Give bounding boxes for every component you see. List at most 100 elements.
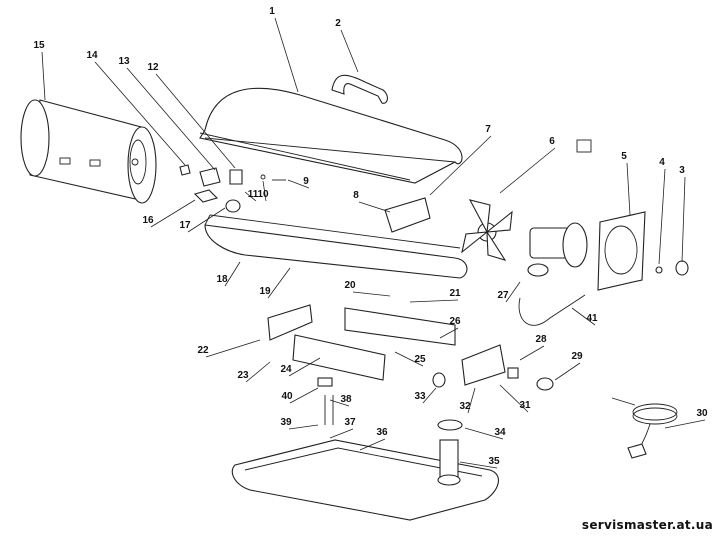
leader-line-11 [244,191,257,202]
part-number-6: 6 [549,136,555,147]
leader-line-6 [499,147,556,194]
leader-line-14 [94,61,186,166]
part-motor [529,139,592,268]
leader-line-5 [626,162,631,216]
part-number-16: 16 [142,215,154,226]
leader-line-3 [681,176,686,263]
part-fuel-cap [437,419,463,486]
part-number-22: 22 [197,345,209,356]
part-number-35: 35 [488,456,500,467]
part-small-fittings [179,164,286,213]
leader-line-4 [658,168,666,265]
part-number-26: 26 [449,316,461,327]
leader-line-10 [262,180,267,202]
part-number-33: 33 [414,391,426,402]
part-number-32: 32 [459,401,471,412]
part-number-38: 38 [340,394,352,405]
leader-line-15 [41,51,46,101]
part-small-knobs [527,260,689,277]
leader-line-34 [464,427,504,440]
leader-line-41 [571,307,596,326]
leader-line-19 [267,267,291,299]
part-filter [317,377,334,425]
part-number-31: 31 [519,400,531,411]
part-side-bracket [267,304,386,381]
part-number-41: 41 [586,313,598,324]
leader-line-33 [422,387,437,404]
part-number-37: 37 [344,417,356,428]
part-number-19: 19 [259,286,271,297]
part-number-30: 30 [696,408,708,419]
leader-line-8 [358,201,391,213]
leader-line-28 [519,345,545,361]
part-number-34: 34 [494,427,506,438]
leader-line-35 [459,461,498,469]
part-number-9: 9 [303,176,309,187]
part-number-11: 11 [248,189,259,200]
part-lower-housing [204,214,468,279]
leader-line-32 [467,387,476,414]
part-bracket-plate [384,197,431,233]
part-number-23: 23 [237,370,249,381]
leader-line-16 [150,199,196,228]
leader-line-1 [274,17,299,93]
part-power-cord [611,397,678,459]
part-number-10: 10 [257,189,269,200]
part-number-25: 25 [414,354,426,365]
part-number-29: 29 [571,351,583,362]
leader-line-13 [126,67,216,171]
leader-line-31 [499,384,529,413]
leader-line-9 [287,179,310,189]
leader-line-30 [664,419,706,429]
part-rear-grill [597,211,646,291]
part-panel [344,307,456,346]
part-number-5: 5 [621,151,627,162]
part-number-15: 15 [33,40,45,51]
part-fuel-tank [231,439,499,521]
leader-line-40 [289,387,319,404]
part-end-bracket [432,344,554,391]
part-number-21: 21 [449,288,461,299]
part-number-18: 18 [216,274,228,285]
leader-line-7 [429,135,492,196]
part-number-28: 28 [535,334,547,345]
part-number-3: 3 [679,165,685,176]
leader-line-18 [224,261,241,287]
part-top-cover [199,87,463,184]
part-outer-cylinder [20,99,157,204]
part-number-40: 40 [281,391,293,402]
watermark: servismaster.at.ua [581,518,713,532]
part-number-13: 13 [118,56,130,67]
part-number-14: 14 [86,50,98,61]
part-number-24: 24 [280,364,292,375]
leader-line-17 [187,207,226,233]
leader-line-20 [352,291,391,297]
leader-line-12 [155,73,236,169]
part-handle [331,74,388,104]
part-number-20: 20 [344,280,356,291]
part-number-39: 39 [280,417,292,428]
leader-line-38 [329,399,350,407]
leader-line-36 [359,438,386,451]
part-fan [461,199,513,261]
part-number-36: 36 [376,427,388,438]
part-tube [518,294,586,326]
leader-line-29 [554,362,581,381]
part-number-7: 7 [485,124,491,135]
part-number-8: 8 [353,190,359,201]
part-number-2: 2 [335,18,341,29]
leader-line-39 [288,424,319,430]
part-number-27: 27 [497,290,509,301]
leader-line-24 [288,357,321,377]
part-number-17: 17 [179,220,191,231]
part-number-12: 12 [147,62,159,73]
leader-line-26 [439,327,459,339]
leader-line-23 [245,361,271,383]
leader-line-21 [409,299,459,303]
leader-line-37 [329,428,354,439]
leader-line-27 [505,281,521,303]
part-number-4: 4 [659,157,665,168]
